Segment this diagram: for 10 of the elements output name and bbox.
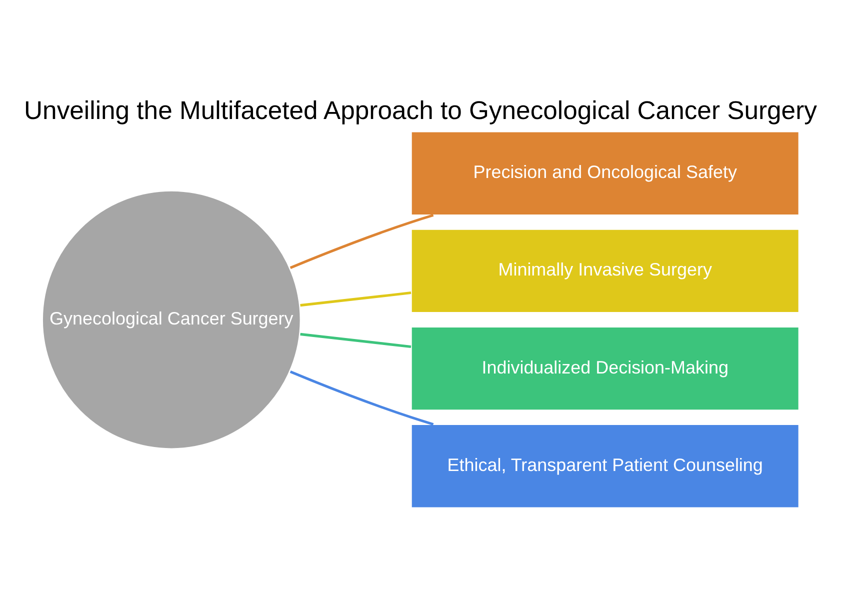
connector [290,370,434,426]
diagram-title: Unveiling the Multifaceted Approach to Gynecological Cancer Surgery [24,96,817,124]
node-box: Ethical, Transparent Patient Counseling [410,423,800,508]
connector [290,213,434,268]
connector [300,291,412,306]
node-circle: Gynecological Cancer Surgery [42,190,302,449]
connector [300,332,412,348]
node-box: Precision and Oncological Safety [410,130,800,216]
node-box: Minimally Invasive Surgery [410,228,800,313]
node-box: Individualized Decision-Making [410,326,800,410]
